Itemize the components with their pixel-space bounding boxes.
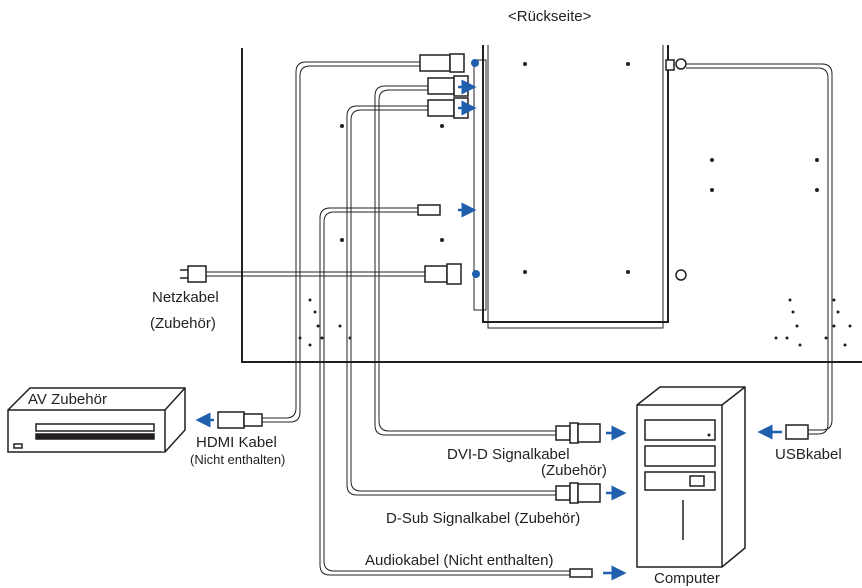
rear-panel [473,45,669,329]
power-cable-note: (Zubehör) [150,315,216,332]
computer-tower [636,386,746,568]
hdmi-cable-label: HDMI Kabel [196,434,277,451]
usb-plug-pc [785,424,809,440]
hdmi-plug-monitor [419,54,451,72]
power-cable-label: Netzkabel [152,289,219,306]
dvi-plug-pc [555,425,571,441]
av-device [7,387,186,453]
dvi-cable-note: (Zubehör) [541,462,607,479]
dvi-plug-monitor [427,77,455,95]
pc-connectors [555,422,809,578]
audio-cable-label: Audiokabel (Nicht enthalten) [365,552,554,569]
rear-panel-screws [675,58,687,281]
dsub-cable-label: D-Sub Signalkabel (Zubehör) [386,510,581,527]
dsub-plug-pc [555,485,571,501]
diagram-title: <Rückseite> [508,8,592,25]
hdmi-cable-note: (Nicht enthalten) [190,452,286,467]
audio-plug-pc [569,568,593,578]
dsub-plug-monitor [427,99,455,117]
pc-arrows [603,424,782,581]
port-markers [471,59,480,278]
cables [205,61,833,576]
av-device-label: AV Zubehör [28,391,107,408]
monitor-back [241,48,862,363]
hdmi-plug-av [217,411,263,429]
monitor-connectors [417,53,675,285]
power-plug-monitor [424,265,448,283]
usb-cable-label: USBkabel [775,446,842,463]
power-plug [180,265,207,283]
monitor-arrows [458,79,477,218]
computer-label: Computer [654,570,720,587]
monitor-dots [298,62,852,347]
dvi-cable-label: DVI-D Signalkabel [447,446,570,463]
audio-plug-monitor [417,204,441,216]
